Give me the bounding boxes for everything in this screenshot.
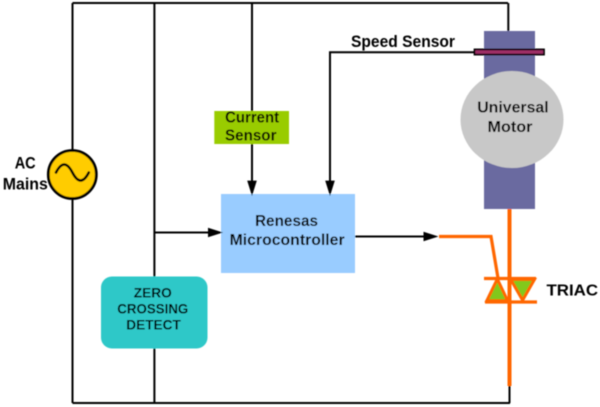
svg-text:ZERO: ZERO: [134, 285, 172, 301]
svg-text:Mains: Mains: [3, 176, 48, 194]
svg-text:Speed Sensor: Speed Sensor: [351, 33, 456, 51]
svg-text:DETECT: DETECT: [126, 317, 181, 333]
svg-text:Universal: Universal: [477, 100, 549, 117]
svg-text:Sensor: Sensor: [225, 127, 277, 144]
svg-text:Renesas: Renesas: [255, 213, 318, 230]
svg-text:TRIAC: TRIAC: [547, 283, 599, 300]
svg-text:Microcontroller: Microcontroller: [230, 232, 345, 249]
svg-text:Current: Current: [225, 109, 279, 126]
svg-text:CROSSING: CROSSING: [117, 300, 188, 316]
svg-text:AC: AC: [15, 155, 36, 173]
svg-text:Motor: Motor: [488, 119, 533, 136]
